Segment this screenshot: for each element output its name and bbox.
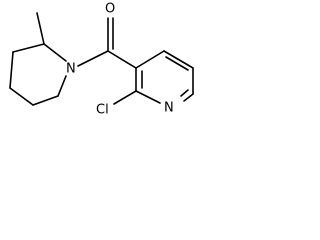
- carbonyl-group: [77, 17, 137, 69]
- bond-n-c2: [135, 90, 161, 104]
- pyridine-nitrogen-label: N: [164, 101, 174, 116]
- methyl-bond: [36, 12, 45, 45]
- bond-c3-c4: [9, 51, 14, 89]
- pyridine-ring: [135, 50, 194, 104]
- bond-c4-c5-inner: [165, 56, 189, 71]
- bond-c6-n: [183, 93, 194, 102]
- bond-n1-carbonyl: [77, 50, 109, 67]
- chlorine-atom-label: Cl: [96, 103, 109, 118]
- bond-c6-n1: [57, 75, 67, 97]
- piperidine-ring: [9, 43, 67, 106]
- chemical-structure-diagram: O N N Cl: [9, 2, 194, 118]
- bond-c4-c5: [163, 50, 194, 69]
- bond-c6-n-inner: [180, 89, 189, 97]
- piperidine-nitrogen-label: N: [66, 62, 76, 77]
- chloro-bond: [113, 90, 137, 105]
- bond-n1-c2: [43, 43, 67, 62]
- bond-c2-c3: [12, 43, 45, 53]
- bond-carbonyl-c3: [107, 50, 137, 69]
- bond-c4-c5: [9, 87, 34, 106]
- oxygen-atom-label: O: [105, 2, 115, 17]
- bond-c5-c6: [32, 95, 59, 106]
- bond-c3-c4: [135, 50, 165, 69]
